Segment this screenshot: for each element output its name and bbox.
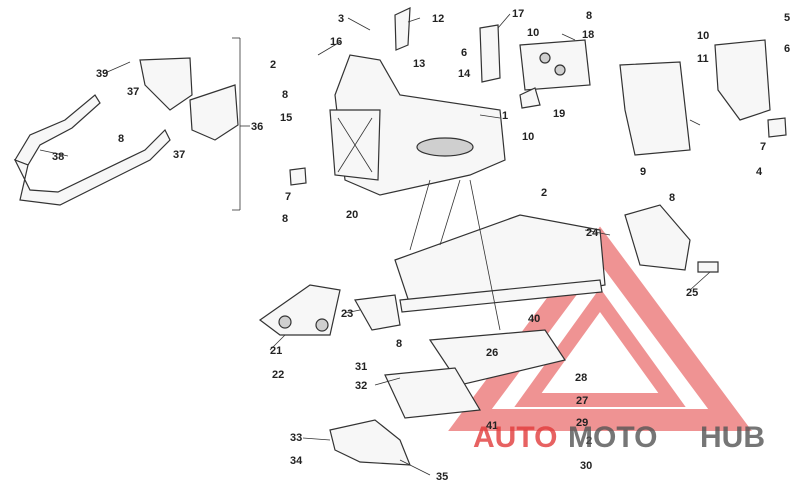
bracket-37 <box>189 84 239 141</box>
callout-label: 8 <box>282 89 288 101</box>
plate-18 <box>519 39 591 91</box>
callout-label: 11 <box>697 53 709 65</box>
callout-label: 7 <box>285 191 291 203</box>
callout-label: 33 <box>290 432 302 444</box>
callout-label: 13 <box>413 58 425 70</box>
callout-label: 37 <box>173 149 185 161</box>
callout-label: 19 <box>553 108 565 120</box>
callout-label: 25 <box>686 287 698 299</box>
bumper-38 <box>14 94 101 166</box>
callout-label: 22 <box>272 369 284 381</box>
bracket-24 <box>624 204 691 271</box>
callout-label: 2 <box>541 187 547 199</box>
callout-label: 6 <box>461 47 467 59</box>
callout-labels: 3 12 17 8 16 6 10 18 13 14 8 19 1 10 15 … <box>52 8 790 483</box>
callout-label: 20 <box>346 209 358 221</box>
callout-label: 8 <box>118 133 124 145</box>
block-7b <box>289 167 307 186</box>
watermark-part1: AUTO <box>473 421 557 454</box>
callout-label: 16 <box>330 36 342 48</box>
callout-label: 34 <box>290 455 303 467</box>
callout-label: 2 <box>586 435 592 447</box>
callout-label: 7 <box>760 141 766 153</box>
callout-label: 2 <box>270 59 276 71</box>
callout-label: 1 <box>502 110 508 122</box>
callout-label: 31 <box>355 361 367 373</box>
bumper-38-bar <box>13 128 171 206</box>
windshield-12 <box>394 7 411 51</box>
callout-label: 24 <box>586 227 599 239</box>
bumper-assembly <box>13 37 241 211</box>
callout-label: 8 <box>282 213 288 225</box>
callout-label: 15 <box>280 112 292 124</box>
callout-label: 29 <box>576 417 588 429</box>
callout-label: 37 <box>127 86 139 98</box>
bracket-19 <box>519 87 541 109</box>
bracket-39 <box>139 57 193 111</box>
callout-label: 39 <box>96 68 108 80</box>
callout-label: 9 <box>640 166 646 178</box>
watermark-part3: HUB <box>700 421 765 454</box>
callout-label: 12 <box>432 13 444 25</box>
callout-label: 6 <box>784 43 790 55</box>
lower-parts <box>258 284 566 466</box>
right-brackets <box>289 39 787 186</box>
callout-label: 26 <box>486 347 498 359</box>
callout-label: 32 <box>355 380 367 392</box>
callout-label: 18 <box>582 29 594 41</box>
bracket-5 <box>714 39 771 121</box>
callout-label: 38 <box>52 151 64 163</box>
callout-label: 41 <box>486 420 498 432</box>
callout-label: 21 <box>270 345 282 357</box>
bracket-11 <box>619 61 691 156</box>
callout-label: 14 <box>458 68 471 80</box>
callout-label: 5 <box>784 12 790 24</box>
callout-label: 10 <box>697 30 709 42</box>
callout-label: 3 <box>338 13 344 25</box>
callout-label: 30 <box>580 460 592 472</box>
mount-23 <box>354 294 401 331</box>
callout-label: 10 <box>522 131 534 143</box>
front-housing <box>329 7 591 196</box>
callout-label: 8 <box>669 192 675 204</box>
watermark-text: AUTO MOTO HUB <box>473 421 765 454</box>
callout-label: 28 <box>575 372 587 384</box>
watermark-part2: MOTO <box>568 421 657 454</box>
chassis-frame <box>394 179 719 331</box>
callout-label: 4 <box>756 166 763 178</box>
guard-33 <box>329 419 411 466</box>
callout-label: 23 <box>341 308 353 320</box>
callout-label: 40 <box>528 313 540 325</box>
callout-label: 36 <box>251 121 263 133</box>
bolt-25 <box>697 261 719 273</box>
callout-label: 8 <box>586 10 592 22</box>
plate-32 <box>384 367 481 419</box>
frame-crossmember <box>399 279 603 313</box>
bracket-17 <box>479 24 501 83</box>
callout-label: 17 <box>512 8 524 20</box>
callout-label: 8 <box>396 338 402 350</box>
block-7 <box>767 117 787 138</box>
callout-label: 35 <box>436 471 448 483</box>
callout-label: 10 <box>527 27 539 39</box>
leader-lines <box>39 13 711 476</box>
callout-label: 27 <box>576 395 588 407</box>
